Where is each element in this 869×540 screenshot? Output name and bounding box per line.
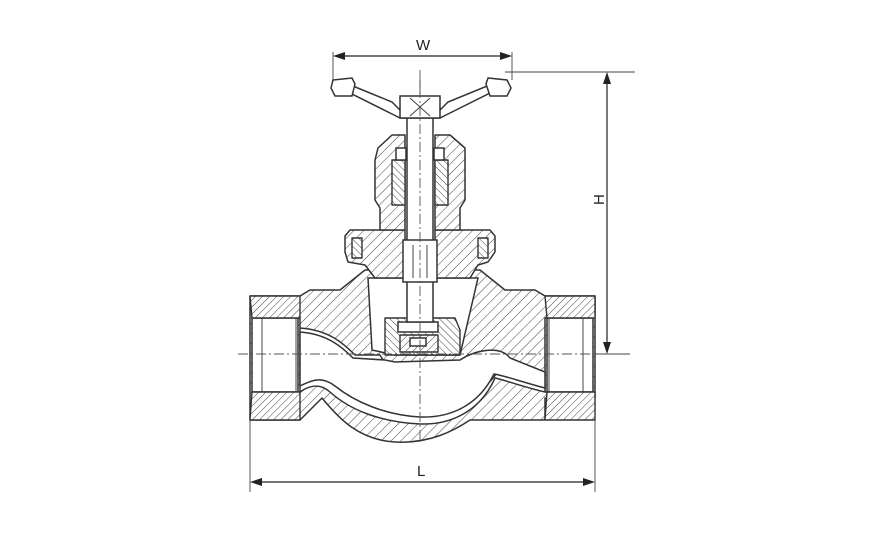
dimension-h: H — [505, 71, 635, 355]
dimension-w: W — [332, 37, 513, 80]
center-lines — [238, 70, 612, 440]
dimension-l-label: L — [417, 463, 425, 480]
outlet-port — [544, 295, 596, 421]
dimension-l: L — [249, 420, 596, 492]
flow-passage — [299, 331, 546, 418]
packing-nut — [374, 134, 466, 231]
dimension-h-label: H — [591, 194, 608, 205]
inlet-port — [249, 295, 301, 421]
bonnet — [344, 229, 496, 279]
dimension-w-label: W — [416, 37, 431, 54]
handwheel — [330, 77, 512, 119]
valve-disc — [384, 317, 461, 356]
